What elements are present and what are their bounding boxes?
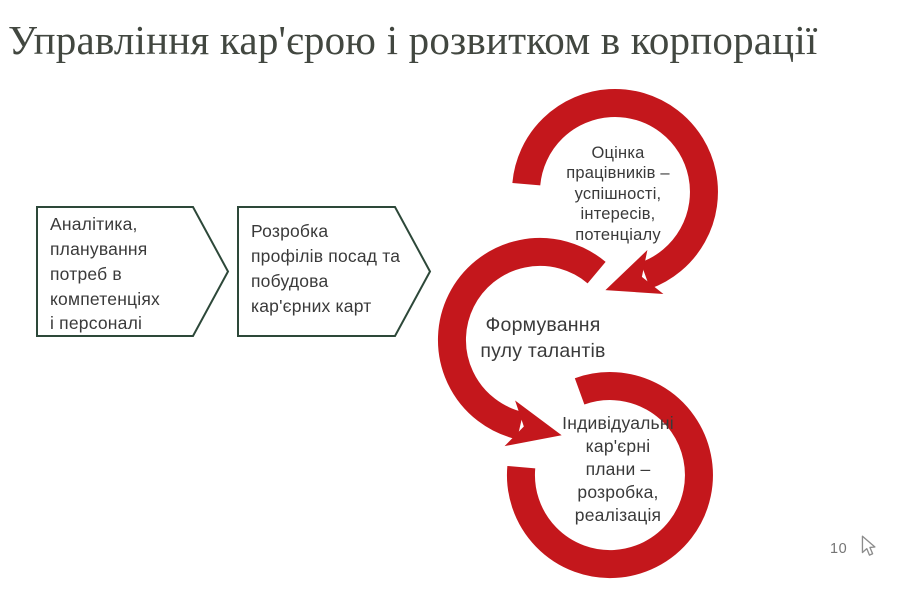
cycle-arrow-2 bbox=[437, 237, 606, 447]
page-title: Управління кар'єрою і розвитком в корпор… bbox=[8, 17, 818, 63]
cycle-arrow-3 bbox=[506, 372, 713, 579]
cycle-arrow-1 bbox=[512, 88, 718, 294]
process-arrow-shape-1 bbox=[36, 206, 230, 337]
mouse-cursor-icon bbox=[861, 535, 876, 556]
process-arrow-shape-2 bbox=[237, 206, 432, 337]
page-number: 10 bbox=[830, 541, 848, 557]
